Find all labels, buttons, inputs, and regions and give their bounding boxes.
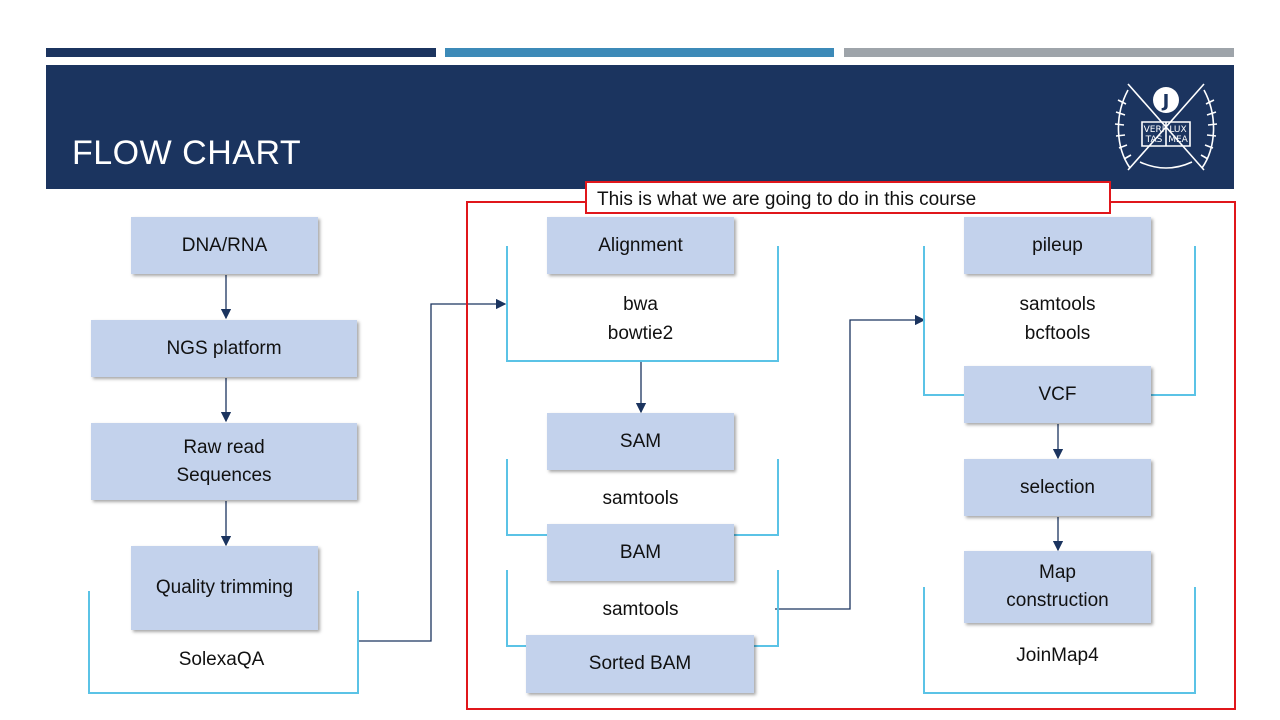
- arrow-trim-to-alignment: [358, 298, 507, 642]
- university-seal-logo: J VERI LUX TAS MEA: [1114, 83, 1218, 171]
- slide-title: FLOW CHART: [72, 134, 302, 172]
- label-bam-tools: samtools: [602, 599, 679, 620]
- label-pileup-tools: samtools bcftools: [1019, 294, 1096, 345]
- course-scope-note: This is what we are going to do in this …: [585, 181, 1111, 214]
- node-selection: selection: [964, 459, 1151, 516]
- node-raw-read: Raw read Sequences: [91, 423, 357, 500]
- accent-bar-dark: [46, 48, 436, 57]
- seal-text-mea: MEA: [1168, 135, 1188, 145]
- node-sorted-bam: Sorted BAM: [526, 635, 754, 693]
- node-quality-trimming: Quality trimming: [131, 546, 318, 630]
- seal-text-lux: LUX: [1169, 125, 1186, 135]
- node-dna-rna: DNA/RNA: [131, 217, 318, 274]
- node-bam: BAM: [547, 524, 734, 581]
- accent-bar-blue: [445, 48, 834, 57]
- seal-text-tas: TAS: [1145, 135, 1163, 145]
- frame-alignment: [506, 246, 779, 362]
- node-pileup: pileup: [964, 217, 1151, 274]
- seal-text-veri: VERI: [1144, 125, 1165, 135]
- label-solexaqa: SolexaQA: [178, 649, 265, 670]
- node-vcf: VCF: [964, 366, 1151, 423]
- accent-bar-gray: [844, 48, 1234, 57]
- node-alignment: Alignment: [547, 217, 734, 274]
- svg-text:J: J: [1161, 91, 1170, 112]
- node-sam: SAM: [547, 413, 734, 470]
- frame-quality-trimming: [88, 591, 359, 694]
- title-banner: [46, 65, 1234, 189]
- label-sam-tools: samtools: [602, 488, 679, 509]
- arrow-bam-to-pileup: [775, 314, 926, 610]
- frame-map-construction: [923, 587, 1196, 694]
- label-alignment-tools: bwa bowtie2: [607, 294, 674, 345]
- label-joinmap: JoinMap4: [1016, 645, 1099, 666]
- node-map-construction: Map construction: [964, 551, 1151, 623]
- node-ngs-platform: NGS platform: [91, 320, 357, 377]
